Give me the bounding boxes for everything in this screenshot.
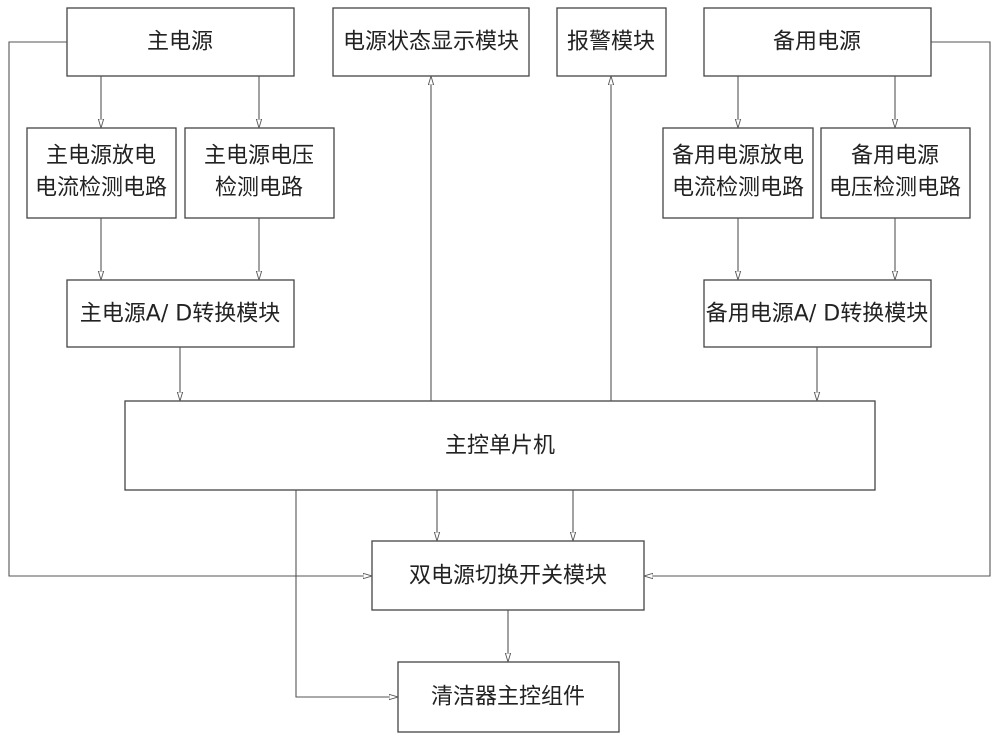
main-voltage-detect-box <box>185 128 334 218</box>
backup-adc-label: 备用电源A/ D转换模块 <box>706 302 928 327</box>
main-voltage-detect-line2: 检测电路 <box>215 176 303 201</box>
backup-current-detect-line1: 备用电源放电 <box>672 144 804 169</box>
backup-adc-node: 备用电源A/ D转换模块 <box>704 280 931 347</box>
status-display-node: 电源状态显示模块 <box>333 8 529 76</box>
main-current-detect-line1: 主电源放电 <box>46 144 156 169</box>
main-power-label: 主电源 <box>147 30 213 55</box>
backup-power-node: 备用电源 <box>704 8 931 76</box>
main-power-node: 主电源 <box>67 8 294 76</box>
status-display-label: 电源状态显示模块 <box>343 30 519 55</box>
cleaner-label: 清洁器主控组件 <box>431 685 585 710</box>
backup-current-detect-node: 备用电源放电 电流检测电路 <box>663 128 813 218</box>
switch-node: 双电源切换开关模块 <box>372 541 644 610</box>
main-voltage-detect-node: 主电源电压 检测电路 <box>185 128 334 218</box>
backup-voltage-detect-line1: 备用电源 <box>851 144 939 169</box>
alarm-node: 报警模块 <box>557 8 666 76</box>
main-current-detect-node: 主电源放电 电流检测电路 <box>27 128 176 218</box>
backup-voltage-detect-box <box>821 128 970 218</box>
main-adc-label: 主电源A/ D转换模块 <box>80 302 280 327</box>
mcu-label: 主控单片机 <box>445 434 555 459</box>
main-voltage-detect-line1: 主电源电压 <box>204 144 314 169</box>
backup-voltage-detect-line2: 电压检测电路 <box>829 176 961 201</box>
main-current-detect-line2: 电流检测电路 <box>35 176 167 201</box>
backup-power-label: 备用电源 <box>773 30 861 55</box>
mcu-node: 主控单片机 <box>125 401 875 490</box>
alarm-label: 报警模块 <box>567 30 655 55</box>
main-adc-node: 主电源A/ D转换模块 <box>67 280 294 347</box>
cleaner-node: 清洁器主控组件 <box>398 662 619 732</box>
backup-current-detect-line2: 电流检测电路 <box>672 176 804 201</box>
backup-current-detect-box <box>663 128 813 218</box>
backup-voltage-detect-node: 备用电源 电压检测电路 <box>821 128 970 218</box>
switch-label: 双电源切换开关模块 <box>409 564 607 589</box>
main-current-detect-box <box>27 128 176 218</box>
